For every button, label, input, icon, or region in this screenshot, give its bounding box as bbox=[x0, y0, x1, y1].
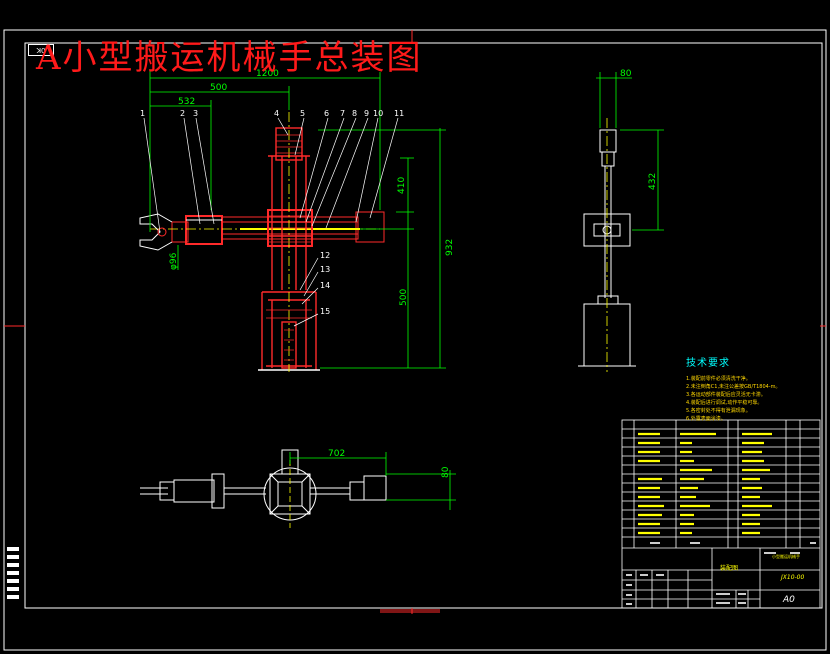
tech-requirements: 技术要求 1.装配前零件必须清洗干净。 2.未注倒角C1,未注公差按GB/T18… bbox=[686, 354, 780, 423]
dim-932: 932 bbox=[445, 239, 455, 256]
drawing-number: JX10-00 bbox=[781, 574, 805, 581]
balloon-11: 11 bbox=[394, 109, 404, 118]
balloon-6: 6 bbox=[324, 109, 329, 118]
dim-500-right: 500 bbox=[399, 289, 409, 306]
balloon-1: 1 bbox=[140, 109, 145, 118]
tech-line: 3.各运动部件装配后应灵活无卡滞。 bbox=[686, 392, 766, 398]
balloon-9: 9 bbox=[364, 109, 369, 118]
balloon-4: 4 bbox=[274, 109, 279, 118]
dim-1200: 1200 bbox=[256, 69, 279, 79]
tech-line: 5.各密封处不得有泄漏现象。 bbox=[686, 408, 751, 414]
dimension-labels: 1200 500 532 80 702 432 410 932 500 80 φ… bbox=[169, 69, 658, 478]
tech-heading: 技术要求 bbox=[686, 358, 730, 369]
dim-80-side: 80 bbox=[620, 69, 632, 79]
balloon-13: 13 bbox=[320, 265, 330, 274]
drawing-frame bbox=[3, 29, 827, 651]
balloon-15: 15 bbox=[320, 307, 330, 316]
balloon-3: 3 bbox=[193, 109, 198, 118]
drawing-title: A小型搬运机械手总装图 bbox=[36, 38, 423, 78]
dim-80-plan: 80 bbox=[441, 466, 451, 478]
balloon-12: 12 bbox=[320, 251, 330, 260]
tech-line: 1.装配前零件必须清洗干净。 bbox=[686, 376, 751, 382]
tech-line: 4.装配后进行调试,动作平稳可靠。 bbox=[686, 400, 763, 406]
dim-702: 702 bbox=[328, 449, 345, 459]
dim-500-top: 500 bbox=[210, 83, 227, 93]
balloon-14: 14 bbox=[320, 281, 330, 290]
balloon-7: 7 bbox=[340, 109, 345, 118]
leader-lines bbox=[143, 117, 399, 327]
balloon-8: 8 bbox=[352, 109, 357, 118]
tech-line: 6.外露表面涂漆。 bbox=[686, 416, 726, 422]
part-balloons: 1 2 3 4 5 6 7 8 9 10 11 12 13 14 15 bbox=[140, 109, 404, 316]
front-view bbox=[139, 70, 446, 372]
plan-dimensions bbox=[289, 452, 456, 510]
side-dimensions bbox=[596, 72, 664, 231]
dim-410: 410 bbox=[397, 177, 407, 194]
horizontal-arm bbox=[171, 211, 385, 245]
balloon-2: 2 bbox=[180, 109, 185, 118]
assembly-name: 小型搬运机械手 bbox=[772, 554, 800, 559]
balloon-5: 5 bbox=[300, 109, 305, 118]
column-hatch bbox=[266, 134, 312, 361]
front-dimensions bbox=[149, 70, 446, 369]
dim-432: 432 bbox=[648, 173, 658, 190]
plan-view bbox=[140, 449, 387, 528]
title-block-marks bbox=[626, 542, 816, 605]
dim-532: 532 bbox=[178, 97, 195, 107]
title-block bbox=[621, 419, 821, 609]
tech-line: 2.未注倒角C1,未注公差按GB/T1804-m。 bbox=[686, 384, 781, 390]
side-view bbox=[578, 118, 636, 372]
gripper bbox=[139, 213, 173, 251]
corp-label: 装配图 bbox=[720, 565, 739, 572]
sheet-size: A0 bbox=[783, 595, 795, 605]
balloon-10: 10 bbox=[373, 109, 383, 118]
dim-phi96: φ96 bbox=[169, 252, 179, 270]
revision-strip bbox=[7, 547, 19, 599]
parts-list-rows bbox=[638, 432, 772, 535]
